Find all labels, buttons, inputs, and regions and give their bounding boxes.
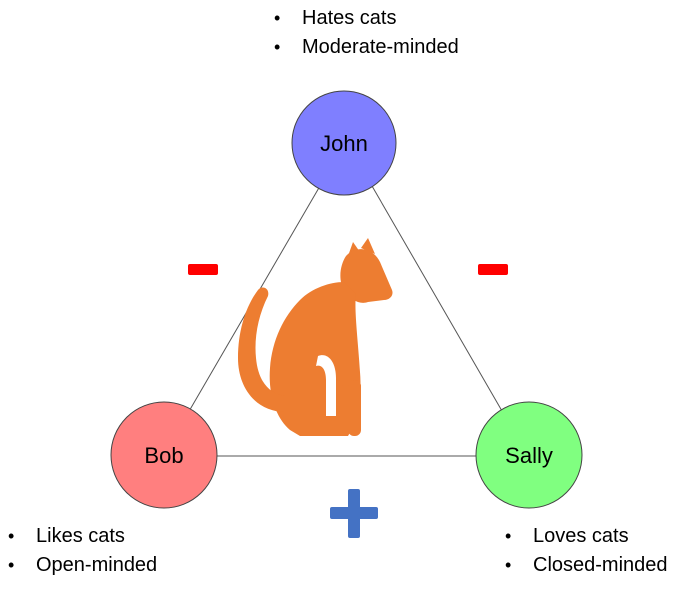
- john-attributes: Hates cats Moderate-minded: [272, 4, 459, 62]
- cat-leg-outline: [316, 355, 336, 416]
- node-label-sally: Sally: [505, 443, 553, 468]
- bob-attribute: Open-minded: [6, 551, 157, 580]
- node-john: John: [291, 90, 397, 196]
- node-sally: Sally: [475, 401, 583, 509]
- plus-sign-bob-sally: [330, 489, 378, 538]
- bob-attribute: Likes cats: [6, 522, 157, 551]
- sally-attribute: Closed-minded: [503, 551, 668, 580]
- bob-attributes: Likes cats Open-minded: [6, 522, 157, 580]
- node-label-bob: Bob: [144, 443, 183, 468]
- cat-icon: [238, 238, 393, 436]
- john-attribute: Hates cats: [272, 4, 459, 33]
- minus-sign-john-sally: [478, 264, 508, 275]
- sally-attribute: Loves cats: [503, 522, 668, 551]
- node-bob: Bob: [110, 401, 218, 509]
- sally-attributes: Loves cats Closed-minded: [503, 522, 668, 580]
- node-label-john: John: [320, 131, 368, 156]
- minus-sign-john-bob: [188, 264, 218, 275]
- edge-john-sally: [371, 185, 503, 412]
- john-attribute: Moderate-minded: [272, 33, 459, 62]
